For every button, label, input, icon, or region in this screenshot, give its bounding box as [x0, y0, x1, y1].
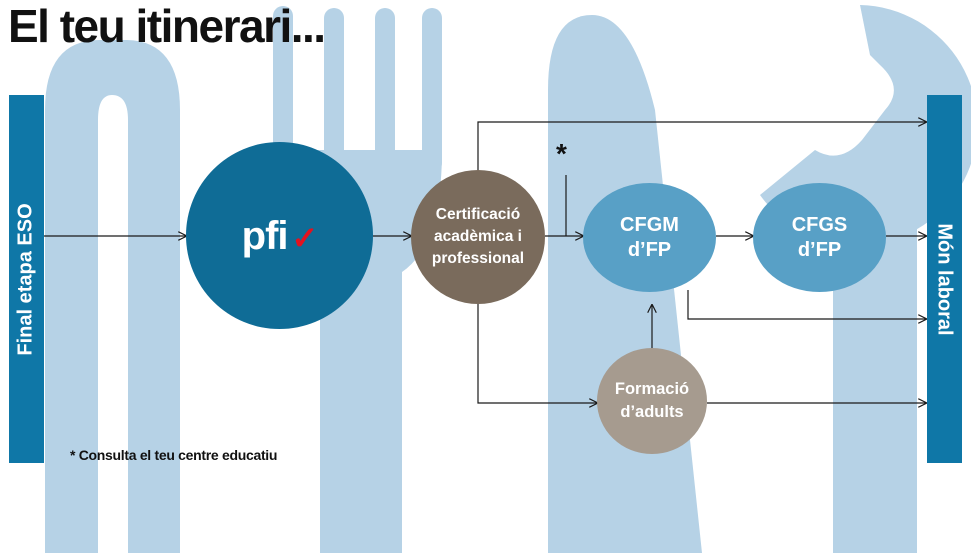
node-pfi: pfi✓ — [186, 142, 373, 329]
footnote: * Consulta el teu centre educatiu — [70, 447, 278, 463]
page-title: El teu itinerari... — [8, 0, 326, 52]
node-cfgs: CFGS d’FP — [753, 183, 886, 292]
arrow-certificacio-to-formacio — [477, 302, 597, 403]
cfgs-label: CFGS d’FP — [791, 213, 848, 261]
node-formacio-adults: Formació d’adults — [597, 348, 707, 454]
end-bar-label: Món laboral — [934, 222, 957, 336]
node-cfgm: CFGM d’FP — [583, 183, 716, 292]
cfgm-label: CFGM d’FP — [620, 213, 679, 261]
asterisk-marker: * — [556, 138, 567, 169]
checkmark-icon: ✓ — [291, 219, 319, 256]
formacio-label: Formació d’adults — [614, 379, 690, 421]
certificacio-label: Certificació acadèmica i professional — [431, 206, 525, 267]
start-bar-final-etapa-eso: Final etapa ESO — [9, 95, 44, 463]
node-certificacio: Certificació acadèmica i professional — [411, 170, 545, 304]
start-bar-label: Final etapa ESO — [15, 202, 38, 356]
paperclip-shape — [45, 40, 180, 553]
arrow-cfgm-to-mon-laboral — [687, 290, 926, 319]
arrow-certificacio-to-mon-laboral-top — [477, 122, 926, 176]
end-bar-mon-laboral: Món laboral — [927, 95, 962, 463]
pfi-logo-text: pfi — [241, 213, 289, 258]
